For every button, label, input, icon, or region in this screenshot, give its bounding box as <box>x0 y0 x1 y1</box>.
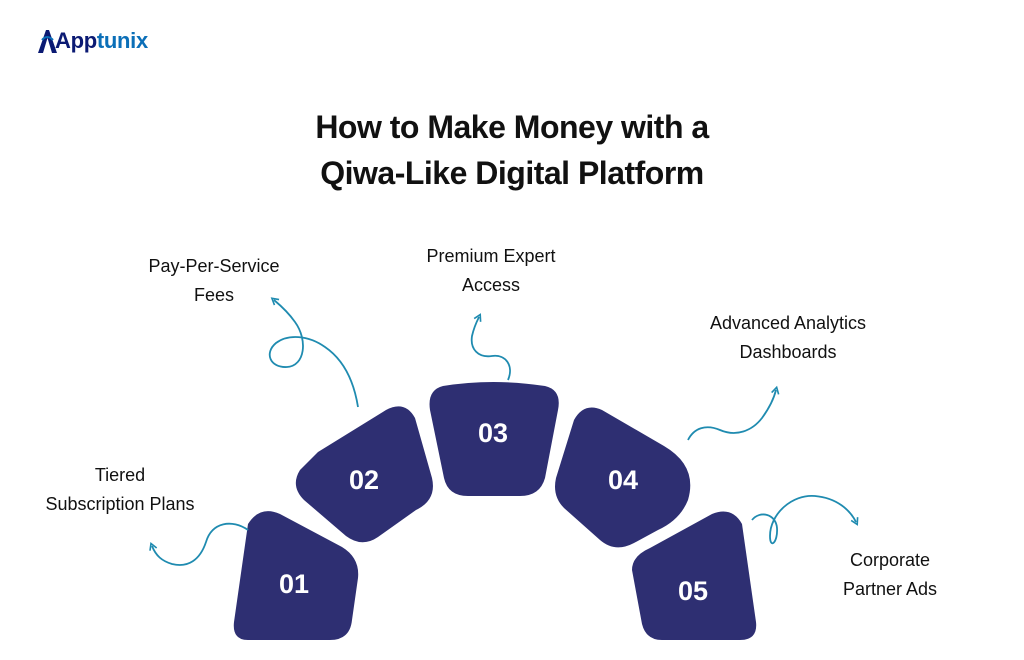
step-04-number: 04 <box>608 465 638 495</box>
arrow-to-label-02 <box>268 297 359 408</box>
step-01-label-line-1: Tiered <box>94 465 146 485</box>
brand-name: Apptunix <box>55 28 148 53</box>
step-04-label-line-1: Advanced Analytics <box>709 313 867 333</box>
step-03-shape <box>429 382 559 496</box>
step-04: 04 <box>555 407 691 548</box>
step-03-label-line-1: Premium Expert <box>426 246 556 266</box>
arrow-to-label-01 <box>149 522 249 566</box>
page-title-line-2: Qiwa-Like Digital Platform <box>320 155 704 191</box>
step-05-label: Corporate Partner Ads <box>820 546 960 604</box>
page-title: How to Make Money with a Qiwa-Like Digit… <box>0 104 1024 196</box>
step-04-label: Advanced Analytics Dashboards <box>688 309 888 367</box>
arrow-to-label-05 <box>751 495 859 545</box>
step-05-label-line-1: Corporate <box>849 550 931 570</box>
step-03-number: 03 <box>478 418 508 448</box>
step-01-shape <box>233 511 359 640</box>
step-05: 05 <box>632 511 757 640</box>
arrow-to-label-04 <box>687 385 780 441</box>
step-02-number: 02 <box>349 465 379 495</box>
step-05-shape <box>632 511 757 640</box>
step-03-label: Premium Expert Access <box>411 242 571 300</box>
step-03-label-line-2: Access <box>461 275 521 295</box>
brand-logo: Apptunix <box>36 28 148 54</box>
step-02-label: Pay-Per-Service Fees <box>134 252 294 310</box>
step-03: 03 <box>429 382 559 496</box>
step-05-number: 05 <box>678 576 708 606</box>
step-01: 01 <box>233 511 359 640</box>
step-01-number: 01 <box>279 569 309 599</box>
step-02-shape <box>295 406 433 543</box>
step-01-label-line-2: Subscription Plans <box>45 494 195 514</box>
apptunix-logo-icon <box>38 30 57 53</box>
step-02-label-line-2: Fees <box>193 285 235 305</box>
step-05-label-line-2: Partner Ads <box>842 579 938 599</box>
step-02: 02 <box>295 406 433 543</box>
step-02-label-line-1: Pay-Per-Service <box>148 256 280 276</box>
step-01-label: Tiered Subscription Plans <box>30 461 210 519</box>
step-04-label-line-2: Dashboards <box>739 342 837 362</box>
page-title-line-1: How to Make Money with a <box>315 109 709 145</box>
arrow-to-label-03 <box>470 313 511 381</box>
step-04-shape <box>555 407 691 548</box>
